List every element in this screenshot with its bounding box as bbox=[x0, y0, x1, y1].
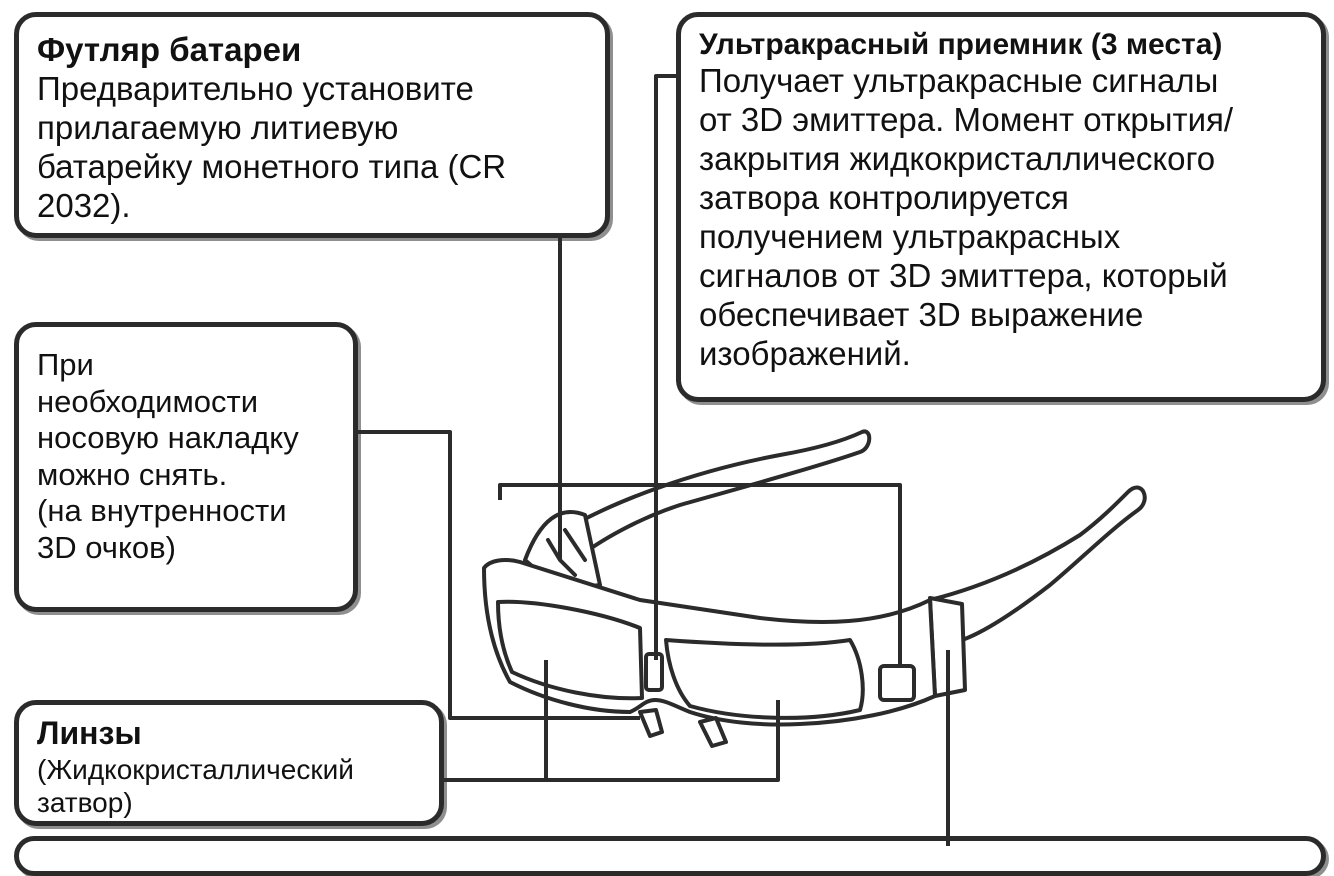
right-lens bbox=[664, 638, 865, 720]
lenses-title: Линзы bbox=[37, 715, 142, 751]
lenses-callout: Линзы (Жидкокристаллический затвор) bbox=[14, 700, 444, 826]
battery-case-title: Футляр батареи bbox=[37, 31, 302, 68]
side-ir-window bbox=[878, 664, 916, 702]
diagram-stage: Футляр батареи Предварительно установите… bbox=[14, 12, 1326, 876]
lenses-text: (Жидкокристаллический затвор) bbox=[37, 753, 354, 818]
center-ir-window bbox=[644, 652, 664, 692]
far-temple-arm bbox=[546, 429, 872, 562]
bottom-callout-partial bbox=[14, 836, 1326, 876]
nose-pad-text: При необходимости носовую накладку можно… bbox=[37, 347, 299, 565]
nose-pad-callout: При необходимости носовую накладку можно… bbox=[14, 322, 358, 612]
near-temple-arm bbox=[928, 485, 1147, 642]
nose-pad-left bbox=[638, 708, 664, 738]
ir-receiver-title: Ультракрасный приемник (3 места) bbox=[699, 28, 1223, 61]
ir-receiver-callout: Ультракрасный приемник (3 места) Получае… bbox=[676, 12, 1326, 402]
battery-case-callout: Футляр батареи Предварительно установите… bbox=[14, 12, 610, 238]
ir-receiver-text: Получает ультракрасные сигналы от 3D эми… bbox=[699, 62, 1234, 372]
battery-case-text: Предварительно установите прилагаемую ли… bbox=[37, 69, 507, 224]
nose-pad-right bbox=[698, 716, 728, 748]
